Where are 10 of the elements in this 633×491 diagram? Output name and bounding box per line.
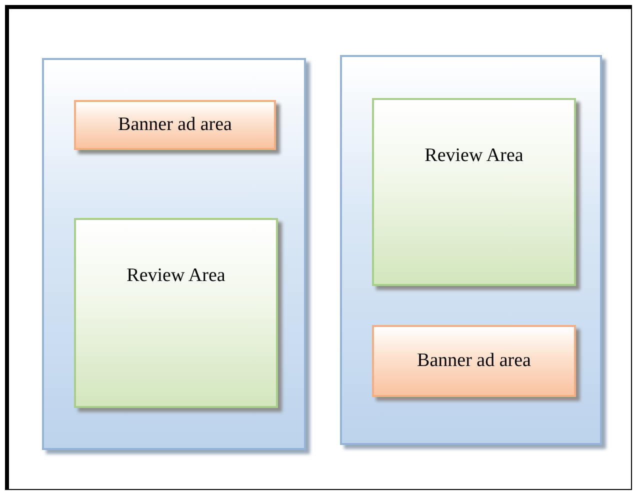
panel-box	[42, 58, 306, 450]
content-box	[74, 218, 278, 408]
banner-box	[372, 325, 576, 397]
box-label: Review Area	[126, 265, 226, 286]
banner-box	[74, 100, 276, 150]
panel-box	[340, 55, 602, 445]
box-label: Banner ad area	[118, 114, 232, 136]
content-box	[372, 98, 576, 286]
box-label: Review Area	[424, 145, 524, 166]
box-label: Banner ad area	[417, 350, 531, 372]
